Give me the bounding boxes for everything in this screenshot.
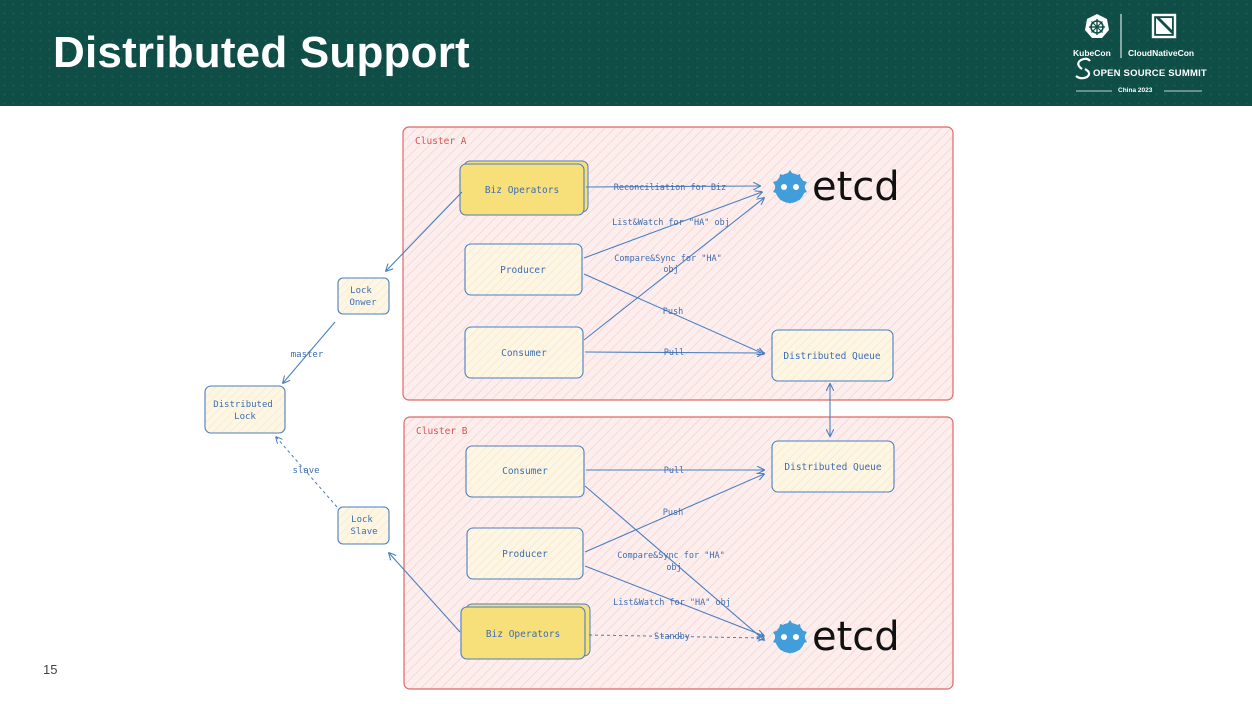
master-label: master [291, 350, 324, 360]
a-producer-label: Producer [500, 265, 546, 276]
lock-slave-node [337, 506, 390, 545]
slide-title: Distributed Support [53, 28, 470, 77]
b-listwatch-arrow [584, 565, 764, 636]
lock-owner-line2: Onwer [349, 298, 377, 308]
b-compare-arrow [584, 485, 764, 640]
event-logo-graphics [1075, 13, 1202, 92]
a-etcd-icon [773, 170, 807, 204]
b-compare-label-line2: obj [666, 563, 681, 573]
b-push-label: Push [663, 508, 683, 518]
a-consumer-node [464, 326, 584, 379]
a-biz-operators-node [459, 163, 585, 216]
a-reconciliation-label: Reconciliation for Biz [614, 183, 727, 193]
event-text: China 2023 [1118, 87, 1153, 94]
a-biz-to-lock-owner-arrow [386, 191, 463, 271]
cluster-b-label: Cluster B [416, 426, 468, 437]
event-logos: KubeCon CloudNativeCon OPEN SOURCE SUMMI… [1068, 10, 1218, 100]
b-producer-node [466, 527, 584, 580]
b-pull-label: Pull [664, 466, 684, 476]
b-producer-label: Producer [502, 549, 548, 560]
a-listwatch-label: List&Watch for "HA" obj [612, 218, 730, 228]
a-distributed-queue-label: Distributed Queue [783, 351, 881, 362]
b-biz-operators-label: Biz Operators [486, 629, 560, 640]
page-number: 15 [43, 662, 58, 677]
master-arrow [283, 321, 336, 383]
a-reconciliation-arrow [585, 186, 760, 187]
kubecon-logo-icon [1085, 14, 1109, 38]
a-listwatch-arrow [583, 192, 762, 259]
a-biz-operators-label: Biz Operators [485, 185, 559, 196]
b-distributed-queue-label: Distributed Queue [784, 462, 882, 473]
a-distributed-queue-node [771, 329, 894, 382]
b-consumer-label: Consumer [502, 466, 548, 477]
lock-slave-line2: Slave [350, 527, 377, 537]
distributed-lock-node [204, 385, 286, 434]
b-biz-to-lock-slave-arrow [389, 553, 461, 633]
distributed-lock-line1: Distributed [213, 400, 273, 410]
b-push-arrow [584, 474, 764, 553]
cloudnativecon-text: CloudNativeCon [1128, 48, 1195, 58]
b-etcd-icon [773, 620, 807, 654]
lock-slave-line1: Lock [351, 515, 373, 525]
b-listwatch-label: List&Watch for "HA" obj [613, 598, 731, 608]
a-producer-node [464, 243, 583, 296]
kubecon-text: KubeCon [1073, 48, 1111, 58]
b-biz-operators-node [460, 606, 586, 660]
b-distributed-queue-node [771, 440, 895, 493]
cloudnativecon-logo-icon [1151, 13, 1177, 39]
a-pull-arrow [584, 352, 764, 353]
b-standby-label: Standby [654, 632, 690, 642]
a-etcd-label: etcd [812, 164, 900, 210]
oss-logo-icon [1075, 57, 1091, 80]
lock-owner-node [337, 277, 390, 315]
slide-header: Distributed Support [0, 0, 1252, 106]
slave-label: slave [292, 466, 319, 476]
lock-owner-line1: Lock [350, 286, 372, 296]
b-standby-arrow [588, 635, 764, 638]
oss-text: OPEN SOURCE SUMMIT [1093, 68, 1207, 79]
distributed-lock-line2: Lock [234, 412, 256, 422]
a-pull-label: Pull [664, 348, 684, 358]
a-compare-label-line2: obj [663, 265, 678, 275]
b-compare-label-line1: Compare&Sync for "HA" [617, 551, 724, 561]
a-push-arrow [583, 273, 764, 354]
b-etcd-label: etcd [812, 614, 900, 660]
a-consumer-label: Consumer [501, 348, 547, 359]
a-compare-label-line1: Compare&Sync for "HA" [614, 254, 721, 264]
cluster-a-label: Cluster A [415, 136, 467, 147]
a-compare-arrow [583, 198, 764, 341]
a-push-label: Push [663, 307, 683, 317]
b-consumer-node [465, 445, 585, 498]
